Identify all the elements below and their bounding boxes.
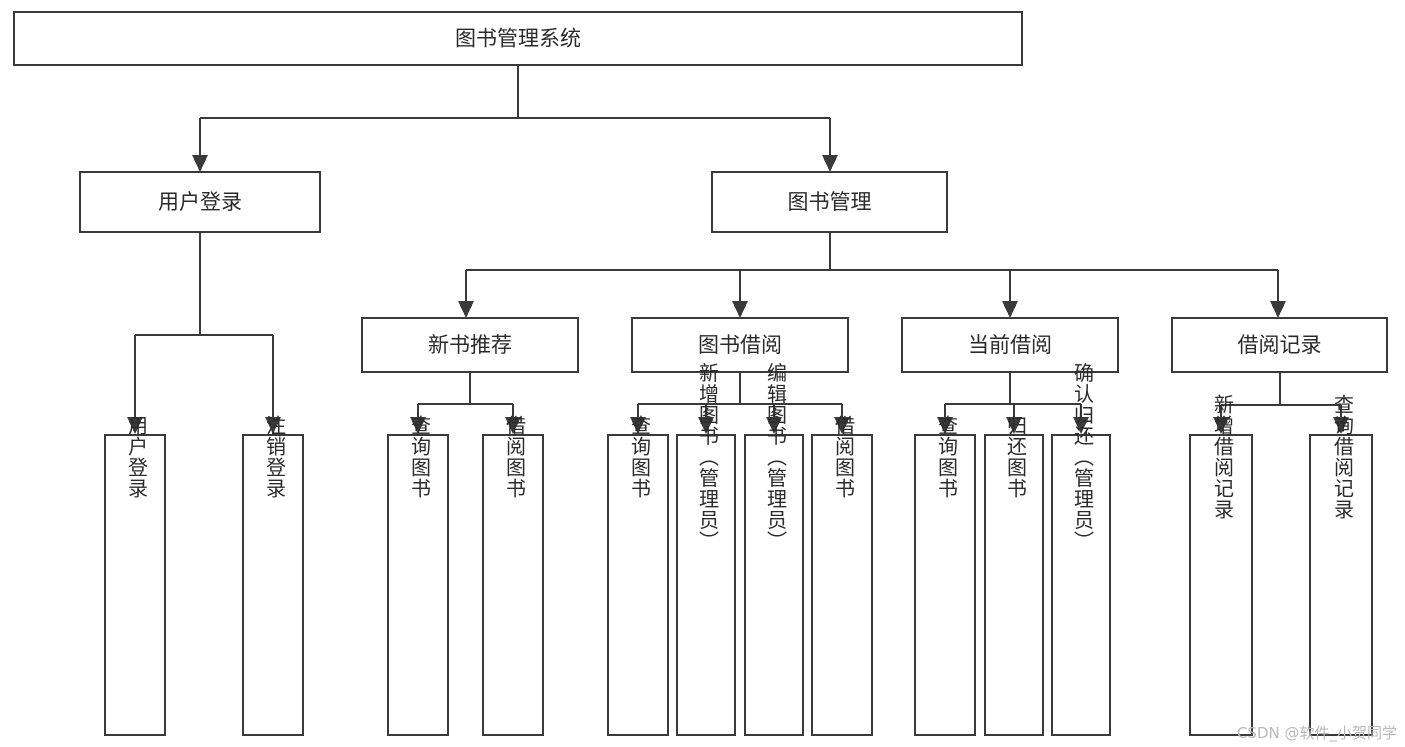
- leaf-node-11-box[interactable]: [1188, 433, 1254, 737]
- leaf-node-0-label: 用户登录: [125, 415, 149, 499]
- level2-node-0-label: 用户登录: [158, 190, 242, 214]
- leaf-node-0-box[interactable]: [103, 433, 167, 737]
- arrow-head-icon: [458, 301, 474, 318]
- arrow-head-icon: [1006, 417, 1022, 434]
- leaf-node-7-label: 借阅图书: [832, 415, 856, 499]
- arrow-head-icon: [937, 417, 953, 434]
- arrow-head-icon: [732, 301, 748, 318]
- leaf-node-12-box[interactable]: [1308, 433, 1374, 737]
- leaf-node-3-label: 借阅图书: [503, 415, 527, 499]
- level3-node-3-label: 借阅记录: [1238, 333, 1322, 357]
- leaf-node-10-box[interactable]: [1050, 433, 1112, 737]
- root-node-box[interactable]: [12, 10, 1024, 67]
- leaf-node-2-label: 查询图书: [408, 415, 432, 499]
- leaf-node-4-box[interactable]: [606, 433, 670, 737]
- arrow-head-icon: [505, 417, 521, 434]
- leaf-node-9-label: 归还图书: [1004, 415, 1028, 499]
- leaf-node-11-label: 新增借阅记录: [1211, 394, 1235, 520]
- arrow-head-icon: [1270, 301, 1286, 318]
- leaf-node-12-label: 查询借阅记录: [1331, 394, 1355, 520]
- arrow-head-icon: [1073, 417, 1089, 434]
- arrow-head-icon: [1213, 417, 1229, 434]
- csdn-watermark: CSDN @软件_小贺同学: [1236, 724, 1397, 742]
- arrow-head-icon: [1333, 417, 1349, 434]
- level3-node-1-label: 图书借阅: [698, 333, 782, 357]
- level2-node-0-box[interactable]: [78, 170, 322, 234]
- leaf-node-1-label: 注销登录: [263, 415, 287, 499]
- level3-node-0-box[interactable]: [360, 316, 580, 374]
- leaf-node-8-box[interactable]: [913, 433, 977, 737]
- arrow-head-icon: [630, 417, 646, 434]
- arrow-head-icon: [410, 417, 426, 434]
- level3-node-1-box[interactable]: [630, 316, 850, 374]
- arrow-head-icon: [127, 417, 143, 434]
- leaf-node-6-box[interactable]: [743, 433, 805, 737]
- arrow-head-icon: [192, 155, 208, 172]
- arrow-head-icon: [766, 417, 782, 434]
- level3-node-0-label: 新书推荐: [428, 333, 512, 357]
- arrow-head-icon: [698, 417, 714, 434]
- arrow-head-icon: [265, 417, 281, 434]
- connector-layer: [127, 65, 1349, 434]
- leaf-node-5-box[interactable]: [675, 433, 737, 737]
- leaf-node-7-box[interactable]: [810, 433, 874, 737]
- node-layer: 图书管理系统用户登录图书管理新书推荐图书借阅当前借阅借阅记录用户登录注销登录查询…: [12, 10, 1389, 737]
- level2-node-1-box[interactable]: [710, 170, 949, 234]
- level3-node-2-label: 当前借阅: [968, 333, 1052, 357]
- leaf-node-4-label: 查询图书: [628, 415, 652, 499]
- leaf-node-1-box[interactable]: [241, 433, 305, 737]
- leaf-node-2-box[interactable]: [386, 433, 450, 737]
- root-node-label: 图书管理系统: [455, 27, 581, 51]
- leaf-node-5-label: 新增图书（管理员）: [696, 362, 720, 551]
- leaf-node-6-label: 编辑图书（管理员）: [764, 362, 788, 551]
- leaf-node-8-label: 查询图书: [935, 415, 959, 499]
- leaf-node-3-box[interactable]: [481, 433, 545, 737]
- leaf-node-9-box[interactable]: [983, 433, 1045, 737]
- level3-node-2-box[interactable]: [900, 316, 1120, 374]
- arrow-head-icon: [834, 417, 850, 434]
- level2-node-1-label: 图书管理: [788, 190, 872, 214]
- level3-node-3-box[interactable]: [1170, 316, 1389, 374]
- arrow-head-icon: [822, 155, 838, 172]
- leaf-node-10-label: 确认归还（管理员）: [1071, 362, 1095, 551]
- arrow-head-icon: [1002, 301, 1018, 318]
